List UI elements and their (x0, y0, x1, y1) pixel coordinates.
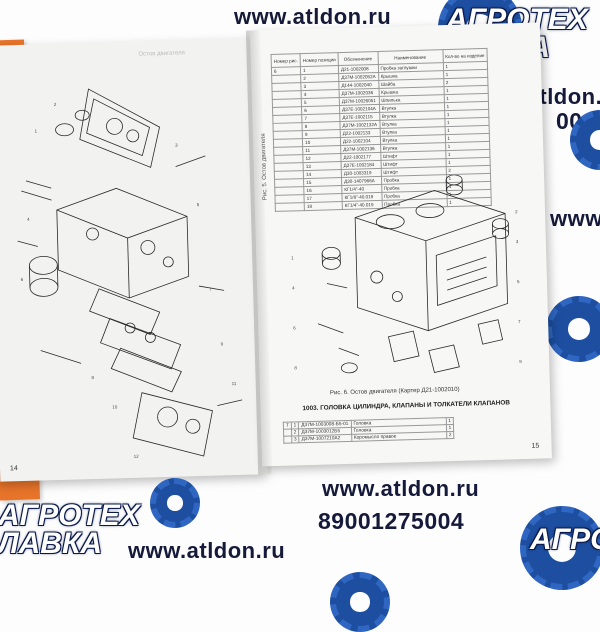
cell-name: Коромысло правое (351, 431, 447, 442)
svg-text:12: 12 (134, 454, 140, 459)
svg-text:2: 2 (515, 209, 518, 214)
left-page: Остов двигателя (0, 38, 269, 482)
logo-line1: АГРОТЕХ (0, 499, 140, 532)
cell-position: 3 (291, 435, 300, 444)
svg-text:9: 9 (221, 341, 224, 346)
agrotech-gear-logo-bottom-right (520, 506, 600, 590)
watermark-url-right-2: www.atldon.ru (550, 206, 600, 231)
svg-text:6: 6 (293, 325, 296, 330)
agrotech-logo-text-bottom-right: АГРОТЕХ (530, 523, 600, 556)
logo-line2: ЛАВКА (0, 527, 103, 560)
right-page-number: 15 (531, 442, 540, 450)
col-designation: Обозначение (337, 51, 378, 66)
watermark-phone-bottom: 89001275004 (318, 508, 465, 534)
svg-text:5: 5 (517, 279, 520, 284)
svg-text:8: 8 (294, 365, 297, 370)
figure-caption: Рис. 6. Остов двигателя (Картер Д21-1002… (329, 386, 460, 397)
svg-text:2: 2 (54, 102, 57, 107)
agrotech-logo-text-bottom: АГРОТЕХ ЛАВКА (0, 499, 140, 560)
watermark-url-top: www.atldon.ru (234, 4, 392, 29)
svg-text:4: 4 (27, 217, 30, 222)
gear-logo-bottom-left (150, 478, 200, 528)
section-title: 1003. ГОЛОВКА ЦИЛИНДРА, КЛАПАНЫ И ТОЛКАТ… (302, 399, 511, 413)
col-qty: Кол-во на изделие (442, 48, 488, 63)
engine-block-crankcase-diagram: 1 2 3 4 5 6 7 8 9 (291, 174, 522, 374)
col-figure: Номер рис. (271, 53, 301, 68)
svg-text:7: 7 (518, 319, 521, 324)
gear-logo-bottom-center (330, 572, 390, 632)
svg-text:3: 3 (175, 143, 178, 148)
cell-qty: 2 (446, 431, 455, 439)
svg-text:10: 10 (112, 404, 118, 409)
svg-text:1: 1 (291, 255, 294, 260)
watermark-url-bottom-center: www.atldon.ru (322, 476, 480, 501)
svg-text:6: 6 (21, 277, 24, 282)
svg-text:1: 1 (35, 128, 38, 133)
svg-text:9: 9 (519, 359, 522, 364)
cell-figure (283, 436, 292, 444)
open-parts-catalogue: Остов двигателя (0, 22, 556, 482)
cell-designation: Д37М-1007210А2 (299, 434, 352, 443)
watermark-url-bottom-left: www.atldon.ru (128, 538, 286, 563)
svg-text:8: 8 (91, 375, 94, 380)
gear-logo-right-1 (570, 110, 600, 170)
svg-text:3: 3 (516, 239, 519, 244)
logo-line1: АГРОТЕХ (530, 523, 600, 556)
svg-text:11: 11 (232, 381, 237, 386)
gear-logo-right-2 (546, 296, 600, 362)
svg-text:7: 7 (209, 287, 212, 292)
left-page-number: 14 (9, 465, 18, 473)
svg-text:4: 4 (292, 285, 295, 290)
right-page: Рис. 5. Остов двигателя Номер рис. Номер… (249, 22, 552, 467)
svg-text:5: 5 (197, 202, 200, 207)
col-position: Номер позиции (300, 52, 339, 67)
